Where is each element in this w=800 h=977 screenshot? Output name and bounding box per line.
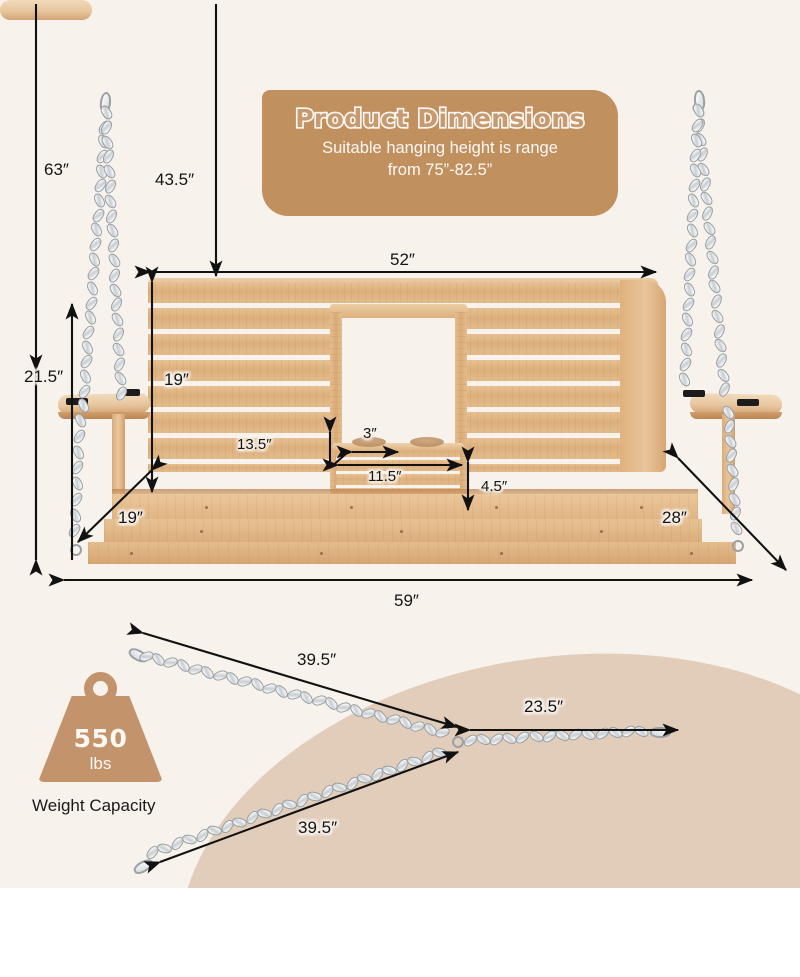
dim-label-overall-width: 59″ [394, 591, 419, 610]
screw-dot [495, 506, 498, 509]
screw-dot [200, 530, 203, 533]
dim-label-chain-drop: 43.5″ [155, 170, 195, 189]
banner-title: Product Dimensions [294, 102, 586, 134]
screw-dot [130, 552, 133, 555]
screw-dot [640, 506, 643, 509]
screw-dot [350, 506, 353, 509]
dim-label-chain-lower-left: 39.5″ [298, 818, 338, 837]
dim-label-backrest-width: 52″ [390, 250, 415, 269]
console-top-bar [330, 304, 467, 318]
porch-swing-illustration [0, 0, 783, 564]
seat-front-rail [88, 542, 736, 564]
screw-dot [400, 530, 403, 533]
dim-label-chain-upper-left: 39.5″ [297, 650, 337, 669]
banner-subtitle-line1: Suitable hanging height is range [322, 139, 558, 157]
dim-label-seat-depth-right: 28″ [662, 508, 687, 527]
product-dimensions-banner: Product Dimensions Suitable hanging heig… [262, 90, 618, 216]
armrest-right-edge [690, 412, 782, 419]
screw-dot [500, 552, 503, 555]
screw-dot [600, 530, 603, 533]
dim-label-cup-diameter: 3″ [363, 425, 377, 442]
bottom-white-margin [0, 888, 800, 977]
armrest-right-mount-front [737, 399, 759, 406]
console-cutout-window [334, 312, 462, 444]
weight-capacity-block: 550 lbs Weight Capacity [30, 672, 210, 816]
cup-holder-hole-right [410, 437, 444, 447]
dimension-lines-overlay [29, 4, 787, 874]
banner-subtitle: Suitable hanging height is range from 75… [262, 137, 618, 182]
armrest-left-edge [58, 412, 150, 419]
dim-label-seat-height: 21.5″ [24, 367, 64, 386]
product-dimensions-diagram: 63″ 43.5″ 21.5″ 19″ 52″ 13.5″ 3″ 11.5″ 4… [0, 0, 800, 888]
weight-value: 550 [73, 724, 128, 753]
dim-label-console-width: 11.5″ [368, 468, 402, 485]
armrest-right-mount-back [683, 390, 705, 397]
screw-dot [205, 506, 208, 509]
backrest-right-curved-end [620, 280, 666, 472]
dim-label-seat-depth-left: 19″ [118, 508, 143, 527]
weight-unit: lbs [89, 754, 112, 773]
dim-label-chain-right: 23.5″ [524, 697, 564, 716]
seat-shadow [112, 489, 698, 495]
seat-slat-top [112, 494, 698, 520]
dim-label-console-gap: 13.5″ [237, 436, 272, 453]
cup-holder-hole-left [352, 437, 386, 447]
dim-label-total-height: 63″ [44, 160, 69, 179]
chain-kit-illustration [0, 600, 800, 888]
armrest-left [0, 0, 92, 20]
weight-capacity-label: Weight Capacity [32, 796, 156, 815]
dim-label-console-depth: 4.5″ [481, 478, 508, 495]
banner-subtitle-line2: from 75”-82.5” [387, 161, 493, 180]
screw-dot [320, 552, 323, 555]
dim-label-backrest-height: 19″ [164, 370, 189, 389]
armrest-left-mount-back [118, 389, 140, 396]
weight-badge-icon: 550 lbs [38, 672, 163, 782]
